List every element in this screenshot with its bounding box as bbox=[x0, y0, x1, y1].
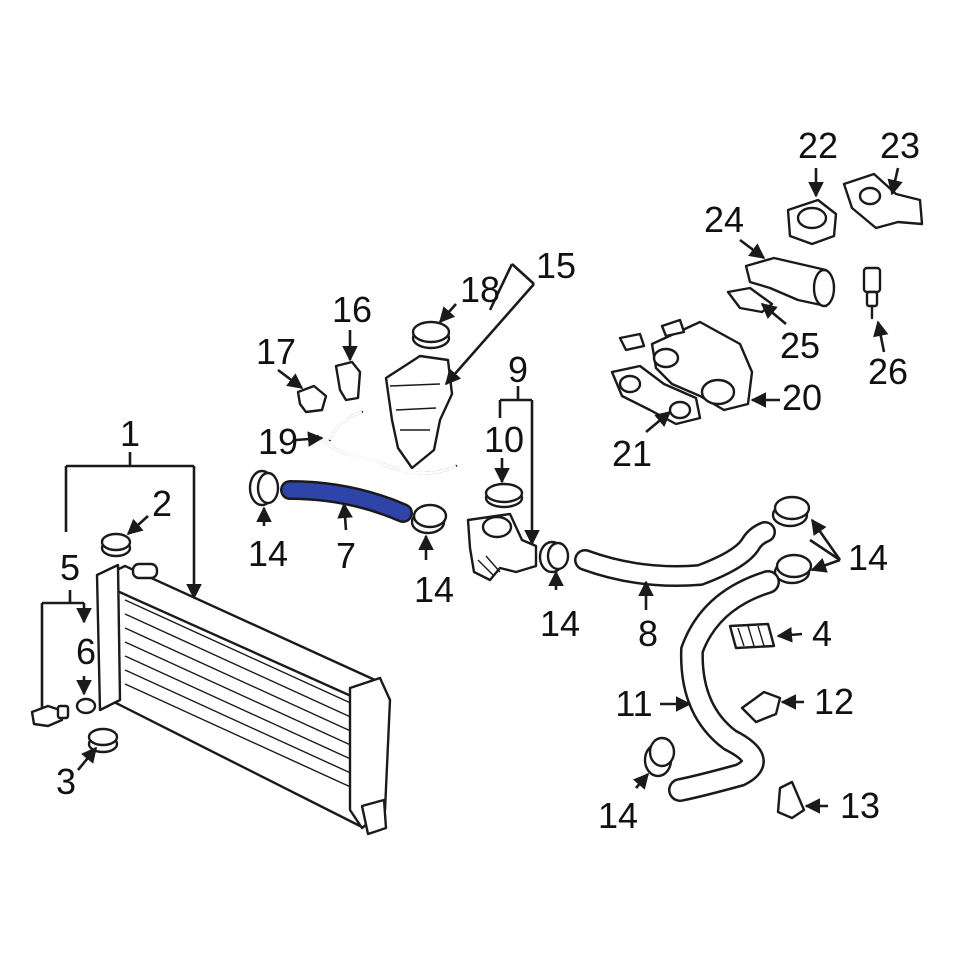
callout-3: 3 bbox=[56, 761, 76, 802]
hose-support-part[interactable] bbox=[776, 780, 806, 820]
housing-gasket-part[interactable] bbox=[610, 364, 702, 426]
hose-clamp-part[interactable] bbox=[248, 469, 280, 507]
callout-19: 19 bbox=[258, 421, 298, 462]
callout-26: 26 bbox=[868, 351, 908, 392]
petcock-part[interactable] bbox=[30, 704, 70, 728]
callout-2: 2 bbox=[152, 483, 172, 524]
thermostat-cover-part[interactable] bbox=[842, 172, 924, 230]
drain-plug-part[interactable] bbox=[87, 727, 119, 754]
radiator-part[interactable] bbox=[95, 562, 392, 836]
callout-24: 24 bbox=[704, 199, 744, 240]
callout-25: 25 bbox=[780, 325, 820, 366]
callout-16: 16 bbox=[332, 289, 372, 330]
thermostat-top-part[interactable] bbox=[786, 198, 838, 246]
o-ring-part[interactable] bbox=[75, 697, 97, 715]
callout-15: 15 bbox=[536, 245, 576, 286]
radiator-cap-part[interactable] bbox=[100, 532, 132, 558]
callout-1: 1 bbox=[120, 413, 140, 454]
callout-22: 22 bbox=[798, 125, 838, 166]
water-outlet-part[interactable] bbox=[466, 512, 538, 582]
callout-17: 17 bbox=[256, 331, 296, 372]
bypass-hose-part[interactable] bbox=[574, 521, 776, 587]
reservoir-cap-part[interactable] bbox=[411, 320, 451, 350]
lower-radiator-hose-part[interactable] bbox=[668, 570, 780, 802]
reservoir-bracket-part[interactable] bbox=[334, 360, 362, 402]
callout-14: 14 bbox=[848, 537, 888, 578]
callout-14: 14 bbox=[414, 569, 454, 610]
callout-11: 11 bbox=[615, 683, 652, 724]
callout-4: 4 bbox=[812, 613, 832, 654]
callout-6: 6 bbox=[76, 631, 96, 672]
thermostat-housing-part[interactable] bbox=[618, 318, 754, 412]
callout-14: 14 bbox=[598, 795, 638, 836]
hose-bracket-part[interactable] bbox=[740, 690, 782, 724]
hose-clamp-part[interactable] bbox=[771, 495, 811, 528]
leader-lines bbox=[40, 167, 903, 814]
callout-7: 7 bbox=[336, 535, 356, 576]
coolant-reservoir-part[interactable] bbox=[384, 354, 454, 470]
overflow-hose-part[interactable] bbox=[316, 410, 458, 475]
temperature-sensor-part[interactable] bbox=[862, 266, 882, 320]
hose-clamp-part[interactable] bbox=[538, 540, 570, 574]
callout-labels: 1 2 3 4 5 6 7 8 9 10 11 12 13 14 14 14 1… bbox=[56, 125, 920, 836]
callout-18: 18 bbox=[460, 269, 500, 310]
outlet-pipe-part[interactable] bbox=[744, 256, 836, 308]
callout-5: 5 bbox=[60, 547, 80, 588]
hose-clamp-part[interactable] bbox=[773, 553, 813, 585]
callout-10: 10 bbox=[484, 419, 524, 460]
callout-13: 13 bbox=[840, 785, 880, 826]
callout-14: 14 bbox=[248, 533, 288, 574]
callout-21: 21 bbox=[612, 433, 652, 474]
hose-clamp-part[interactable] bbox=[410, 503, 448, 535]
upper-radiator-hose-part[interactable] bbox=[280, 480, 413, 523]
retaining-clip-part[interactable] bbox=[296, 384, 328, 414]
callout-9: 9 bbox=[508, 349, 528, 390]
heater-hose-part[interactable] bbox=[728, 622, 776, 650]
hose-clamp-part[interactable] bbox=[643, 736, 676, 778]
callout-23: 23 bbox=[880, 125, 920, 166]
callout-14: 14 bbox=[540, 603, 580, 644]
callout-12: 12 bbox=[814, 681, 854, 722]
callout-20: 20 bbox=[782, 377, 822, 418]
callout-8: 8 bbox=[638, 613, 658, 654]
thermostat-part[interactable] bbox=[484, 482, 524, 509]
